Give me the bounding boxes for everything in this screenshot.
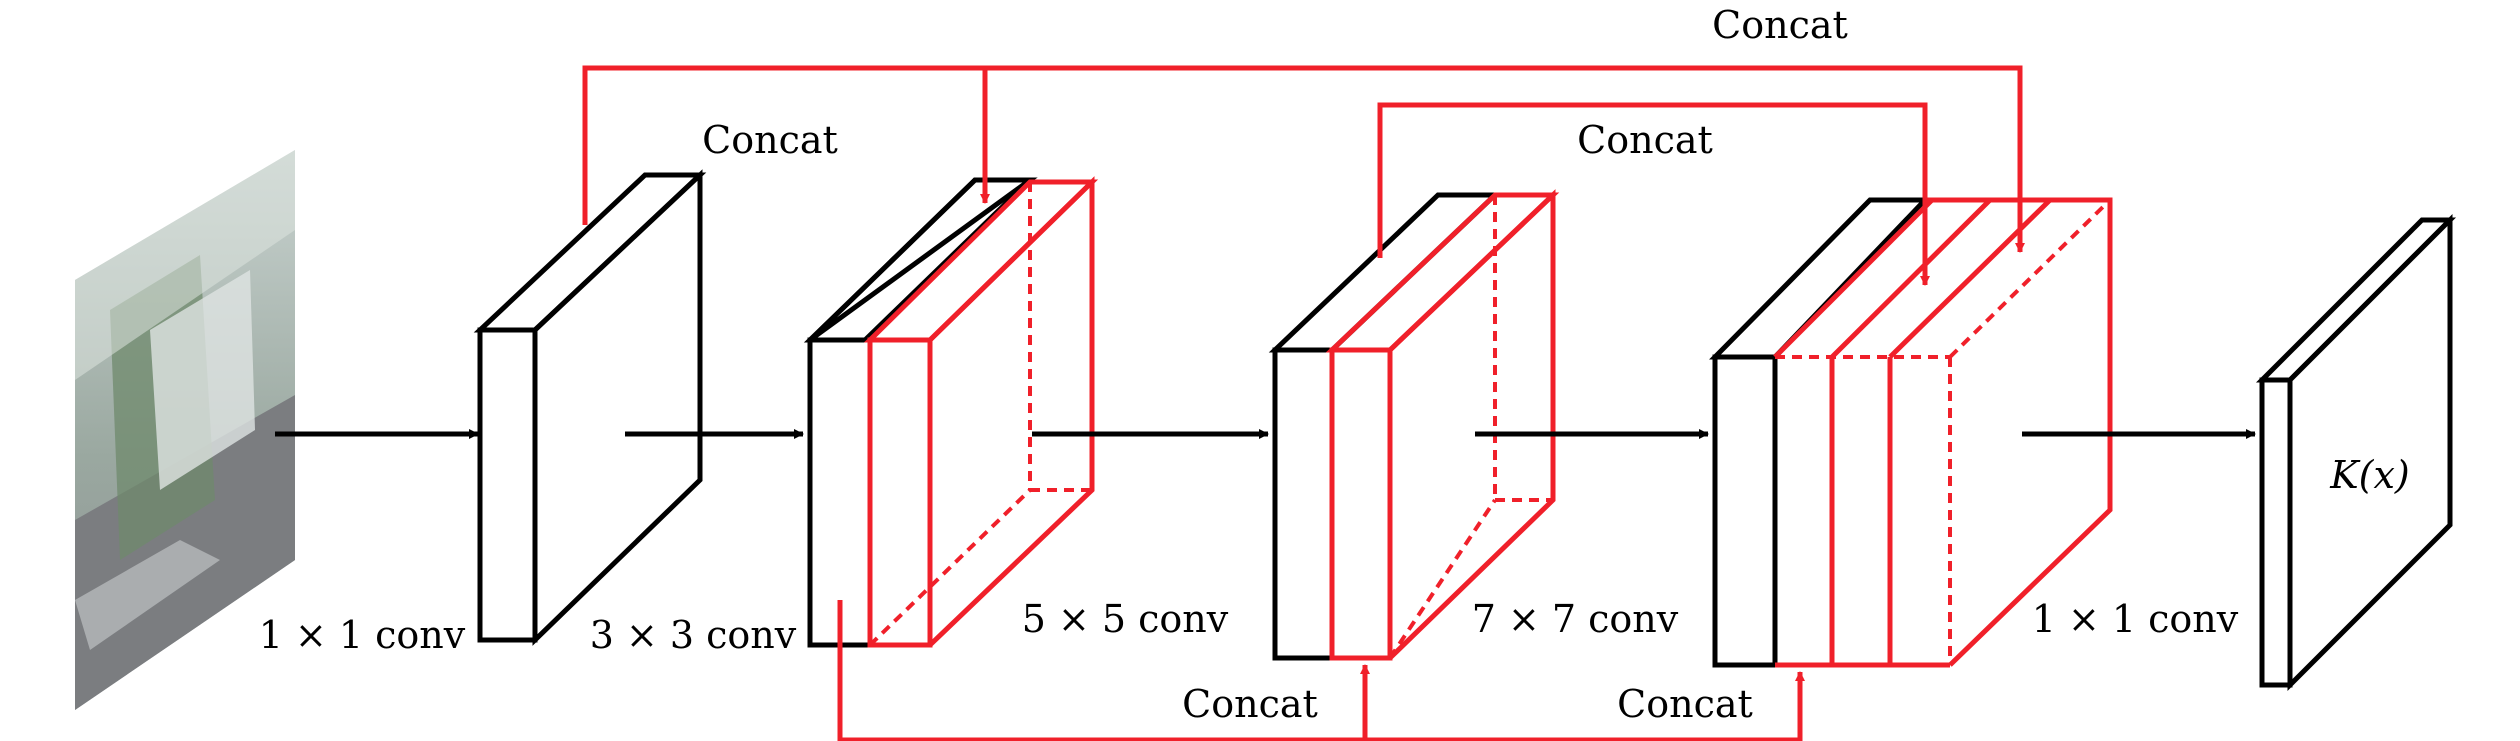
block-conv1 <box>473 169 707 646</box>
block-conv3 <box>803 176 1099 648</box>
label-conv3: 3 × 3 conv <box>590 613 797 657</box>
label-output-kx: K(x) <box>2329 453 2409 497</box>
label-conv5: 5 × 5 conv <box>1022 597 1229 641</box>
concat-label-top-outer: Concat <box>1712 3 1848 47</box>
concat-label-top-inner: Concat <box>1577 118 1713 162</box>
label-conv7: 7 × 7 conv <box>1472 597 1679 641</box>
concat-label-bottom-first: Concat <box>1182 682 1318 726</box>
concat-label-top-first: Concat <box>702 118 838 162</box>
label-conv1-out: 1 × 1 conv <box>2032 597 2239 641</box>
block-output <box>2255 213 2457 692</box>
concat-label-bottom-second: Concat <box>1617 682 1753 726</box>
block-conv5 <box>1268 189 1560 661</box>
label-conv1: 1 × 1 conv <box>259 613 466 657</box>
input-image <box>75 150 295 710</box>
concat-connectors <box>582 65 2025 741</box>
